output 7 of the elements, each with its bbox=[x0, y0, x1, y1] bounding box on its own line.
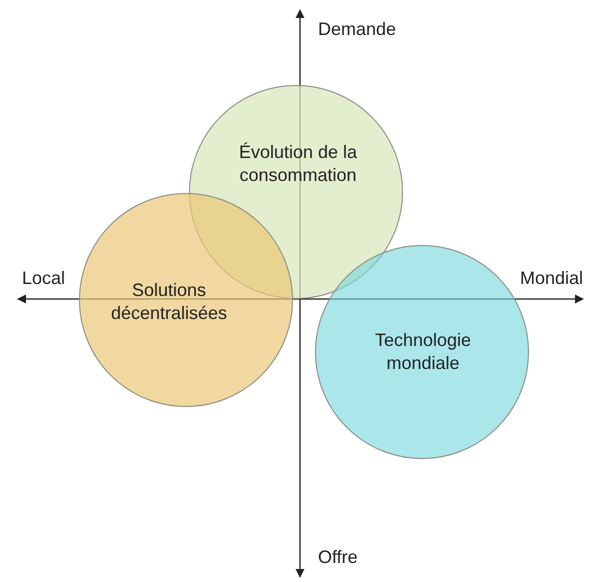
circle-label: Évolution de la consommation bbox=[238, 141, 358, 187]
axis-label: Demande bbox=[318, 19, 396, 40]
circle-label: Technologie mondiale bbox=[374, 329, 472, 375]
axis-label: Local bbox=[22, 268, 66, 289]
circle-label: Solutions décentralisées bbox=[110, 279, 228, 325]
axis-label: Offre bbox=[318, 547, 358, 568]
axis-label: Mondial bbox=[520, 268, 584, 289]
